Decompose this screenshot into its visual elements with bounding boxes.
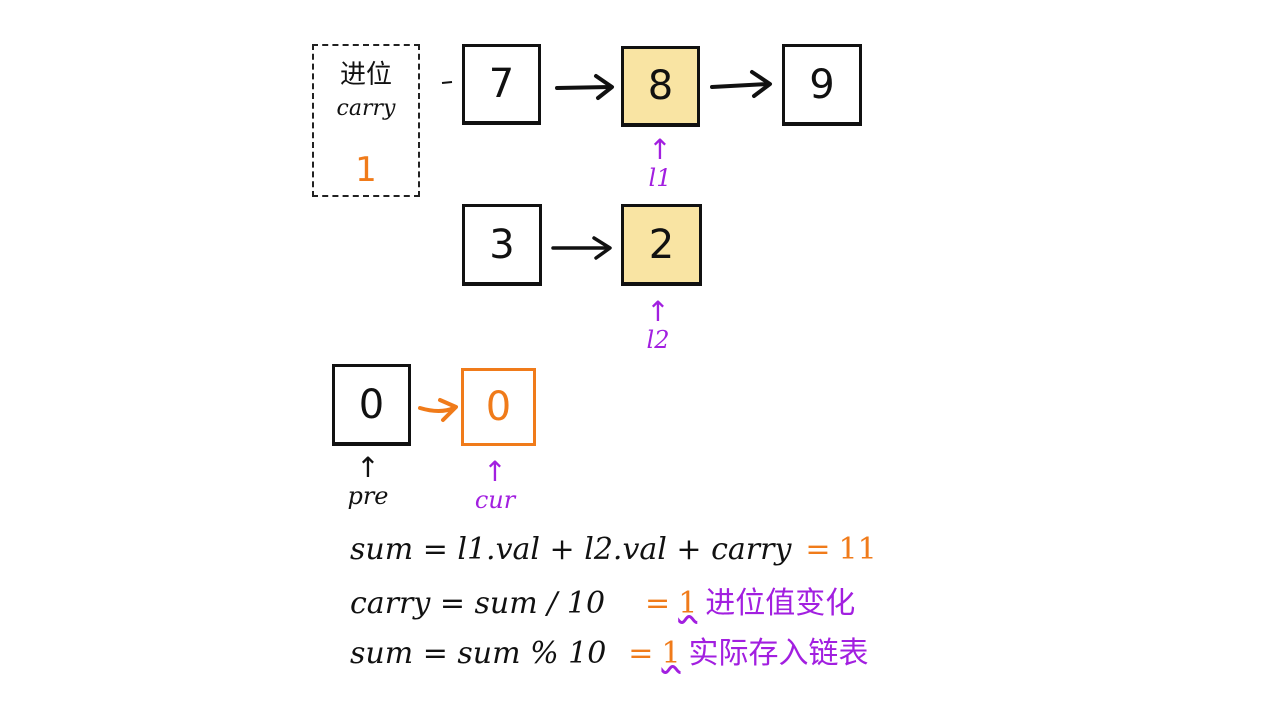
formula-note: 实际存入链表: [688, 636, 869, 671]
list1-node-0: 7: [462, 44, 541, 125]
result-node-1: 0: [461, 368, 536, 446]
list2-node-1: 2: [621, 204, 702, 286]
l1-label: l1: [648, 164, 672, 192]
pre-label: pre: [347, 482, 389, 510]
arrow-right-icon: [555, 74, 614, 100]
arrow-up-icon: ↑: [483, 455, 507, 488]
formula-result: 1: [678, 586, 698, 621]
arrow-up-icon: ↑: [646, 295, 670, 328]
list1-node-1: 8: [621, 46, 700, 127]
carry-value: 1: [355, 150, 377, 190]
formula-equals: =: [805, 532, 831, 567]
arrow-up-icon: ↑: [648, 133, 672, 166]
l1-pointer: ↑ l1: [630, 133, 690, 193]
formula-note: 进位值变化: [705, 586, 856, 621]
arrow-right-icon: [710, 70, 772, 98]
arrow-right-icon: [418, 398, 458, 422]
carry-box: 进位 carry 1: [312, 44, 420, 197]
l2-pointer: ↑ l2: [628, 295, 688, 355]
formula-result: 1: [661, 636, 681, 671]
formula-expr: sum = l1.val + l2.val + carry: [350, 532, 792, 567]
formula-result: 11: [838, 532, 877, 567]
arrow-up-icon: ↑: [356, 451, 380, 484]
result-node-0: 0: [332, 364, 411, 446]
carry-label: carry: [336, 96, 396, 121]
pre-pointer: ↑ pre: [338, 451, 398, 511]
carry-link-stub: [441, 81, 453, 84]
formula-equals: =: [628, 636, 654, 671]
cur-pointer: ↑ cur: [465, 455, 525, 515]
formula-expr: carry = sum / 10: [350, 586, 606, 621]
l2-label: l2: [646, 326, 670, 354]
list1-node-2: 9: [782, 44, 862, 126]
formula-expr: sum = sum % 10: [350, 636, 607, 671]
formula-sum: sum = l1.val + l2.val + carry =11: [350, 532, 877, 567]
arrow-right-icon: [551, 236, 612, 260]
cur-label: cur: [474, 486, 516, 514]
list2-node-0: 3: [462, 204, 542, 286]
formula-equals: =: [645, 586, 671, 621]
carry-title: 进位: [339, 60, 392, 90]
